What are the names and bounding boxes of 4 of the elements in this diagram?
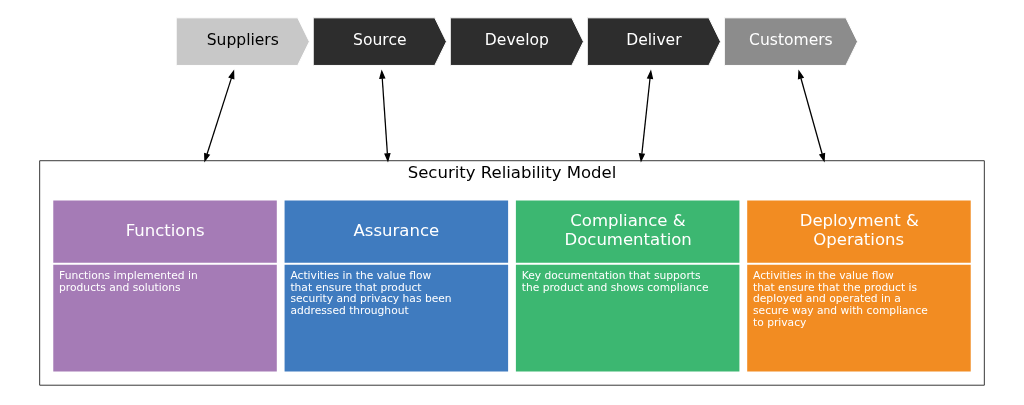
- arrow: [638, 69, 654, 163]
- arrow: [797, 69, 826, 163]
- arrow: [204, 69, 235, 163]
- arrow: [379, 69, 391, 163]
